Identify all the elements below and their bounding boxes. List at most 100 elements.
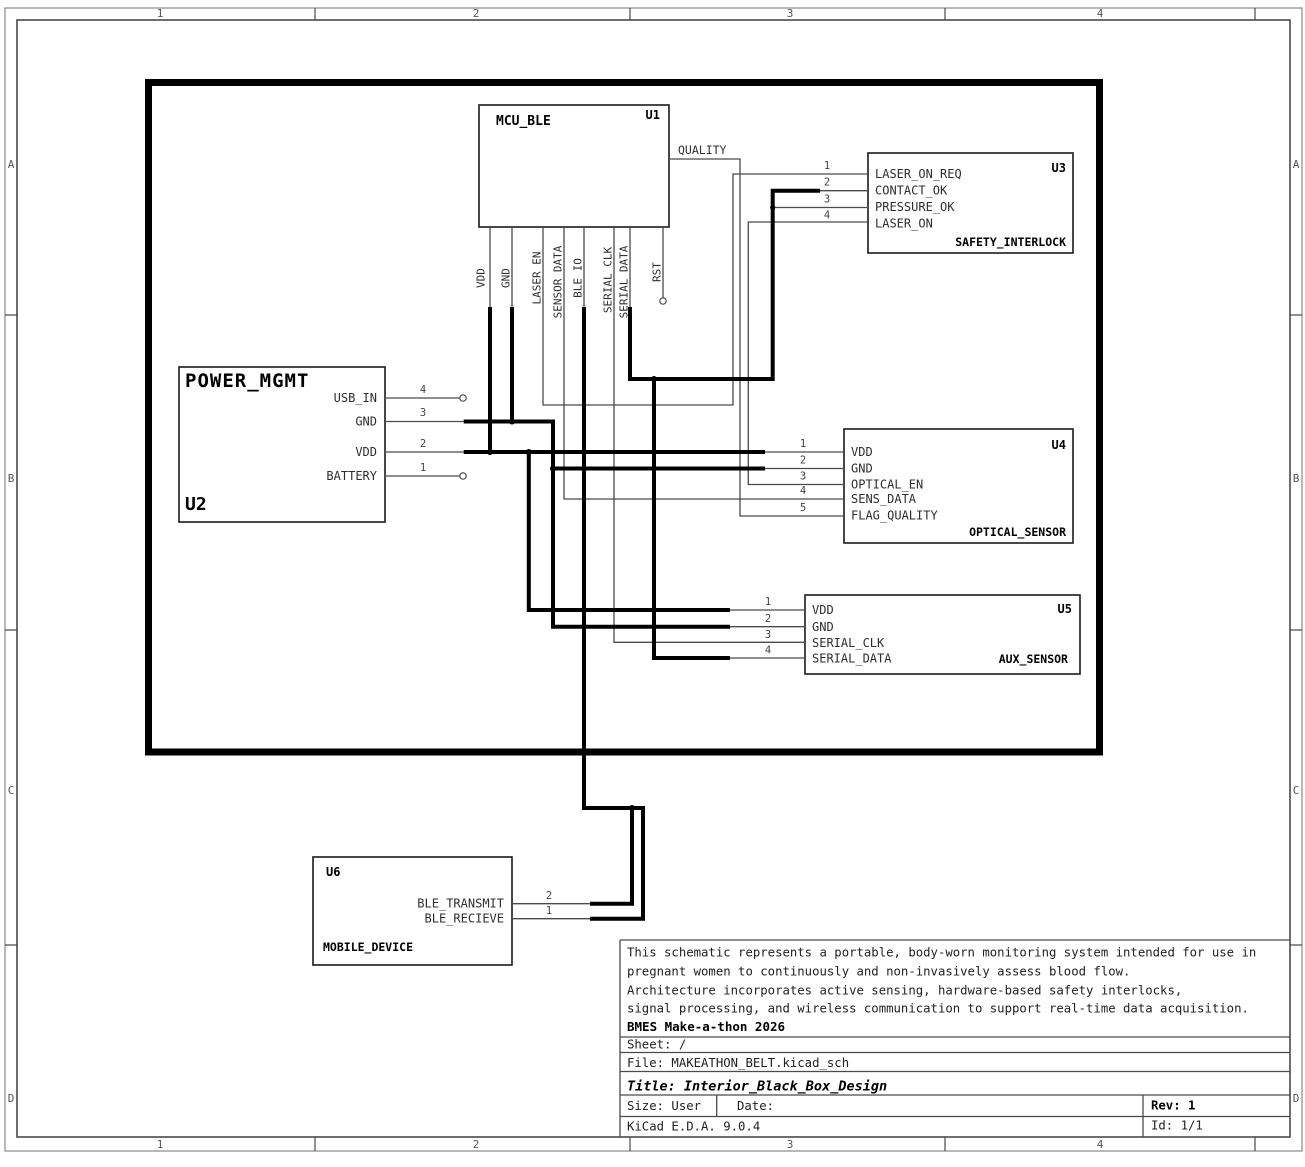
wire-serial-data-thin-ends [629,190,868,659]
wire-sensor-data-to-sens-data [563,227,844,500]
component-u4-optical-sensor: U4 OPTICAL_SENSOR VDD GND OPTICAL_EN SEN… [800,428,1074,544]
u5-ref: U5 [1058,602,1072,616]
row-label-right: D [1293,1092,1300,1105]
u5-pin-serial-clk: SERIAL_CLK [812,636,885,650]
u3-pin-num: 3 [824,194,830,206]
u3-ref: U3 [1052,161,1066,175]
u4-pin-vdd: VDD [851,445,873,459]
u4-pin-optical-en: OPTICAL_EN [851,478,923,492]
u4-ref: U4 [1052,438,1066,452]
junction-dot [770,204,776,211]
component-u6-mobile-device: U6 MOBILE_DEVICE BLE_TRANSMIT BLE_RECIEV… [312,856,552,966]
wire-laser-on-to-optical-en [747,221,868,486]
wire-ble-thin-ends [512,227,590,920]
col-label-top: 1 [157,7,164,20]
wire-serial-data-bus [628,188,820,660]
u3-pin-laser-on: LASER_ON [875,217,933,231]
u1-pin-label-ble-io: BLE_IO [572,258,585,298]
u2-pin-usb-in: USB_IN [334,391,377,405]
junction-dot [651,376,657,382]
sheet-frame: 1 2 3 4 1 2 3 4 A B C D A B C D [4,7,1303,1152]
u3-pin-pressure-ok: PRESSURE_OK [875,200,955,214]
col-label-top: 2 [473,7,480,20]
tool-field: KiCad E.D.A. 9.0.4 [627,1120,760,1134]
u2-name: POWER_MGMT [185,370,309,392]
u3-pin-laser-on-req: LASER_ON_REQ [875,167,962,181]
date-field: Date: [737,1099,774,1113]
u4-pin-num: 3 [800,471,806,483]
col-label-top: 3 [787,7,794,20]
no-connect-circle-usb-in [459,394,467,402]
u4-pin-num: 2 [800,455,806,467]
u1-pin-label-serial-data: SERIAL_DATA [618,245,631,318]
wire-vdd-bus [463,307,765,612]
u6-body [312,856,513,966]
row-label-right: C [1293,784,1300,797]
u3-pin-num: 4 [824,210,830,222]
u2-pin-num: 2 [420,438,426,450]
component-u5-aux-sensor: U5 AUX_SENSOR VDD GND SERIAL_CLK SERIAL_… [765,594,1081,675]
frame-ticks [5,8,1302,1151]
wire-vdd-thin-ends [385,227,844,611]
u5-pin-num: 1 [765,596,771,608]
rev-field: Rev: 1 [1151,1099,1195,1113]
u5-pin-num: 2 [765,613,771,625]
col-label-bottom: 2 [473,1138,480,1151]
inner-border [16,19,1291,1138]
u1-pin-label-gnd: GND [500,268,513,288]
col-label-bottom: 3 [787,1138,794,1151]
u1-pin-label-serial-clk: SERIAL_CLK [602,247,615,314]
col-label-bottom: 1 [157,1138,164,1151]
comment-line-2: pregnant women to continuously and non-i… [627,965,1130,979]
u1-name: MCU_BLE [496,114,551,129]
u1-pin-label-rst: RST [651,262,664,282]
u6-ref: U6 [326,865,340,879]
col-label-top: 4 [1097,7,1104,20]
row-label-left: D [8,1092,15,1105]
sheet-field: Sheet: / [627,1038,686,1052]
wire-ble-bus [582,307,645,921]
u4-pin-gnd: GND [851,462,873,476]
u3-body [867,152,1074,254]
u3-pin-num: 2 [824,177,830,189]
size-field: Size: User [627,1099,701,1113]
wire-gnd-thin-ends [385,227,844,628]
comment-line-3: Architecture incorporates active sensing… [627,984,1182,998]
u2-pin-gnd: GND [355,415,377,429]
u1-body [478,104,670,228]
comment-line-1: This schematic represents a portable, bo… [627,946,1256,960]
u5-pin-gnd: GND [812,620,834,634]
component-u2-power-mgmt: POWER_MGMT U2 USB_IN GND VDD BATTERY 4 3… [178,366,426,523]
junction-dots [487,204,776,811]
wire-gnd-bus [463,307,765,629]
u4-pin-sens-data: SENS_DATA [851,492,917,506]
row-label-right: B [1293,472,1300,485]
u4-pin-num: 1 [800,438,806,450]
u4-body [843,428,1074,544]
row-label-left: C [8,784,15,797]
col-label-bottom: 4 [1097,1138,1104,1151]
net-label-quality: QUALITY [678,143,727,157]
u1-pin-label-laser-en: LASER_EN [531,252,544,305]
u4-pin-num: 4 [800,485,806,497]
u3-pin-contact-ok: CONTACT_OK [875,184,948,198]
comment-line-4: signal processing, and wireless communic… [627,1002,1249,1016]
u4-pin-num: 5 [800,502,806,514]
wire-serial-clk [613,227,805,643]
wire-laser-en-to-laser-on-req [542,173,868,406]
u5-pin-vdd: VDD [812,603,834,617]
file-field: File: MAKEATHON_BELT.kicad_sch [627,1056,849,1070]
u1-ref: U1 [646,108,660,122]
title-block: This schematic represents a portable, bo… [619,939,1290,1137]
u4-name: OPTICAL_SENSOR [969,525,1066,540]
u3-name: SAFETY_INTERLOCK [955,235,1066,250]
component-u3-safety-interlock: U3 SAFETY_INTERLOCK LASER_ON_REQ CONTACT… [824,152,1074,254]
u5-pin-num: 3 [765,629,771,641]
black-box-outline [145,79,1103,756]
u6-pin-num: 1 [546,905,552,917]
u6-pin-num: 2 [546,890,552,902]
row-label-left: B [8,472,15,485]
junction-dot [629,805,635,811]
